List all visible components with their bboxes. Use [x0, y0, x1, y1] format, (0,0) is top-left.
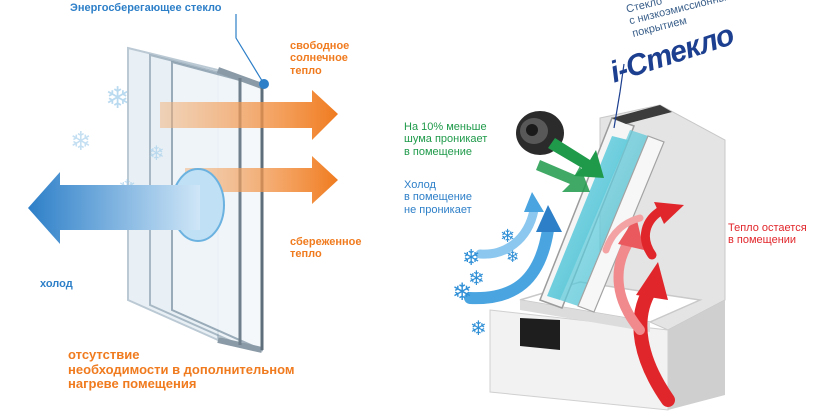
- footer-line-2: необходимости в дополнительном: [68, 361, 295, 377]
- seal-strip: [520, 318, 560, 350]
- noise-arrows: [536, 138, 604, 192]
- free-heat-line-1: свободное: [290, 40, 350, 52]
- snowflake-icon: ❄: [500, 226, 515, 247]
- cold-label-left: холод: [40, 278, 73, 290]
- heat-line-2: в помещении: [728, 234, 797, 247]
- energy-saving-glass-title: Энергосберегающее стекло: [70, 2, 222, 14]
- saved-heat-line-1: сбереженное: [290, 236, 362, 248]
- cold-line-2: в помещение: [404, 191, 473, 204]
- free-heat-arrow: [160, 90, 338, 140]
- noise-line-2: шума проникает: [404, 133, 488, 146]
- footer-line-1: отсутствие: [68, 347, 140, 362]
- heat-return-arrows: [602, 202, 684, 407]
- heat-stays-label: Тепло остается в помещении: [728, 222, 807, 247]
- snowflake-icons-right: ❄ ❄ ❄ ❄ ❄ ❄: [452, 226, 519, 340]
- glass-callout-line: [235, 14, 269, 89]
- snowflake-icon: ❄: [506, 247, 519, 266]
- snowflake-icon: ❄: [470, 316, 487, 340]
- callout-dot: [259, 79, 269, 89]
- heat-line-1: Тепло остается: [728, 222, 807, 234]
- snowflake-icon: ❄: [468, 266, 485, 290]
- snowflake-icon: ❄: [105, 81, 130, 116]
- cold-arrow: [28, 168, 225, 244]
- snowflake-icon: ❄: [148, 141, 165, 165]
- cold-deflect-arrows: [464, 192, 562, 305]
- noise-label: На 10% меньше шума проникает в помещение: [404, 121, 487, 158]
- free-solar-heat-label: свободное солнечное тепло: [290, 40, 349, 77]
- noise-line-1: На 10% меньше: [404, 121, 487, 133]
- cold-label-right: Холод в помещение не проникает: [404, 179, 472, 216]
- saved-heat-line-2: тепло: [290, 248, 322, 261]
- noise-line-3: в помещение: [404, 145, 473, 158]
- snowflake-icon: ❄: [452, 278, 472, 306]
- free-heat-line-3: тепло: [290, 64, 322, 77]
- low-e-callout-line: [613, 63, 625, 129]
- cold-line-1: Холод: [404, 179, 436, 191]
- snowflake-icon: ❄: [70, 127, 92, 157]
- free-heat-line-2: солнечное: [290, 52, 348, 65]
- footer-caption: отсутствие необходимости в дополнительно…: [68, 347, 295, 392]
- cold-line-3: не проникает: [404, 203, 472, 216]
- footer-line-3: нагреве помещения: [68, 376, 197, 392]
- snowflake-icon: ❄: [462, 246, 480, 271]
- saved-heat-label: сбереженное тепло: [290, 236, 361, 261]
